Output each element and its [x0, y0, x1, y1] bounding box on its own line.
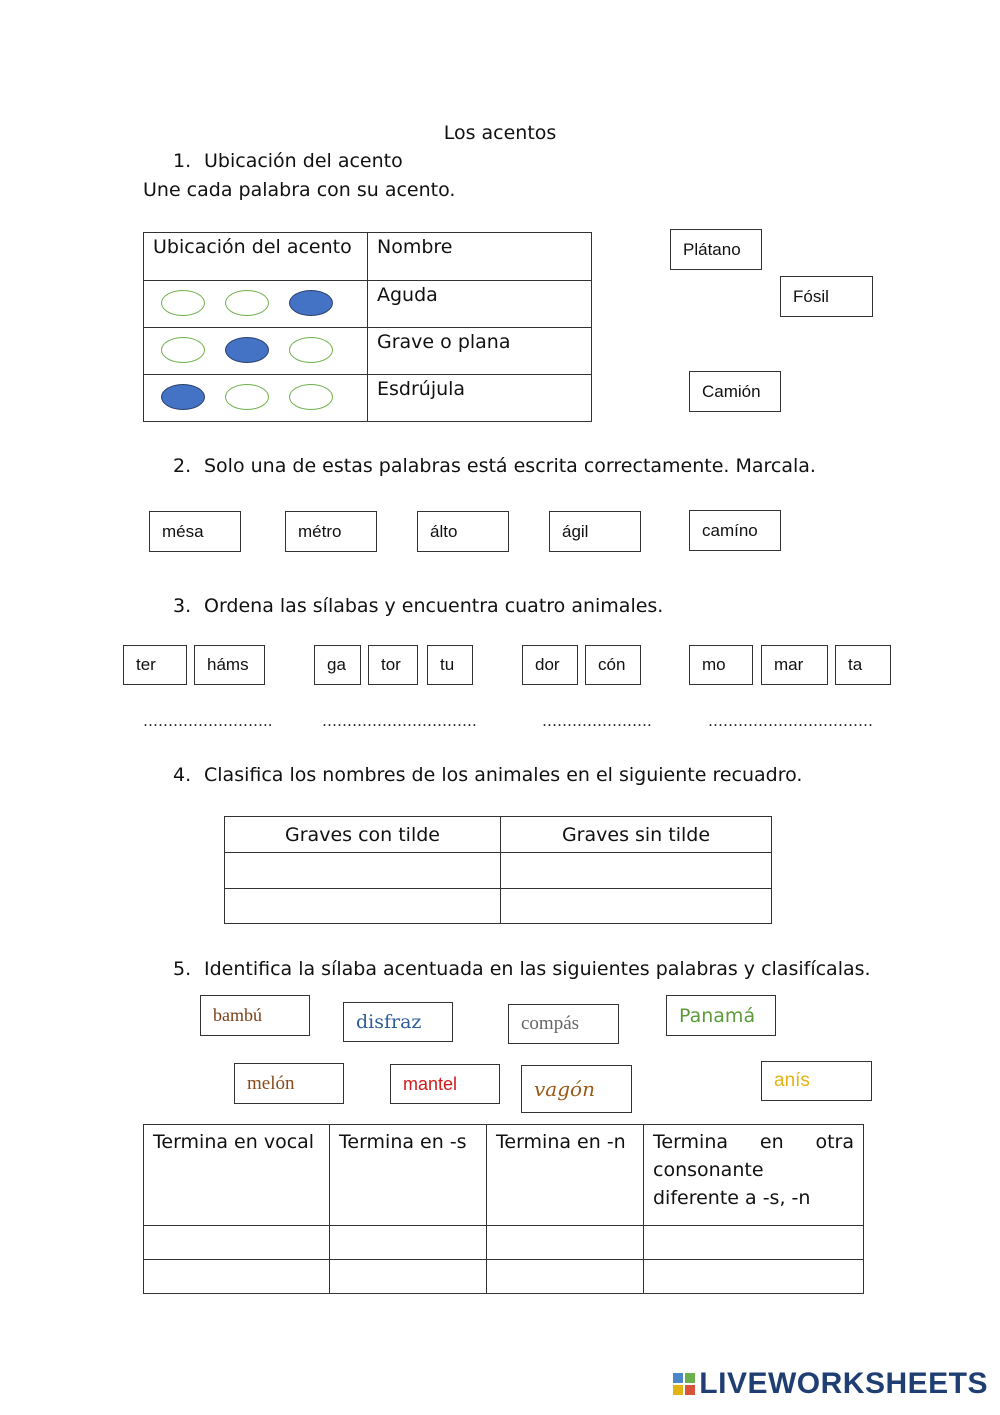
- syllable-box[interactable]: mo: [689, 645, 753, 685]
- syllable-box[interactable]: tor: [368, 645, 418, 685]
- word-option-camino[interactable]: camíno: [689, 510, 781, 551]
- syllable-box[interactable]: mar: [761, 645, 828, 685]
- accent-table: Ubicación del acento Nombre Aguda Grave …: [143, 232, 592, 422]
- accent-pattern-esdrujula: [143, 374, 368, 422]
- classification-cell[interactable]: [643, 1259, 864, 1294]
- word-box-mantel[interactable]: mantel: [390, 1064, 500, 1104]
- word-box-platano[interactable]: Plátano: [670, 229, 762, 270]
- word-box-melon[interactable]: melón: [234, 1063, 344, 1104]
- unstressed-oval-icon: [289, 337, 333, 363]
- logo-square: [685, 1373, 696, 1383]
- section4-heading: Clasifica los nombres de los animales en…: [204, 764, 803, 786]
- section4-number: 4.: [173, 764, 192, 786]
- classification-cell[interactable]: [143, 1259, 330, 1294]
- word-option-mesa[interactable]: mésa: [149, 511, 241, 552]
- section1-number: 1.: [173, 150, 192, 172]
- header-termina-otra: Termina en otra consonante diferente a -…: [643, 1124, 864, 1226]
- graves-table: Graves con tilde Graves sin tilde: [224, 816, 772, 924]
- unstressed-oval-icon: [225, 290, 269, 316]
- section1-heading: Ubicación del acento: [204, 150, 403, 172]
- graves-cell[interactable]: [500, 852, 772, 889]
- classification-table: Termina en vocal Termina en -s Termina e…: [143, 1124, 864, 1294]
- section5-number: 5.: [173, 958, 192, 980]
- unstressed-oval-icon: [225, 384, 269, 410]
- answer-blank[interactable]: ………………………….: [322, 712, 477, 730]
- section2-heading: Solo una de estas palabras está escrita …: [204, 455, 816, 477]
- logo-square: [685, 1385, 696, 1395]
- unstressed-oval-icon: [161, 290, 205, 316]
- classification-cell[interactable]: [143, 1225, 330, 1260]
- stressed-oval-icon: [289, 290, 333, 316]
- word-box-panama[interactable]: Panamá: [666, 995, 776, 1036]
- graves-header-sin-tilde: Graves sin tilde: [500, 816, 772, 853]
- word-box-bambu[interactable]: bambú: [200, 995, 310, 1036]
- classification-cell[interactable]: [643, 1225, 864, 1260]
- word-box-fosil[interactable]: Fósil: [780, 276, 873, 317]
- graves-header-con-tilde: Graves con tilde: [224, 816, 501, 853]
- syllable-box[interactable]: ter: [123, 645, 187, 685]
- graves-cell[interactable]: [224, 888, 501, 924]
- logo-squares-icon: [673, 1373, 696, 1395]
- accent-name-grave[interactable]: Grave o plana: [367, 327, 592, 375]
- section2-number: 2.: [173, 455, 192, 477]
- section3-number: 3.: [173, 595, 192, 617]
- accent-name-esdrujula[interactable]: Esdrújula: [367, 374, 592, 422]
- logo-text: LIVEWORKSHEETS: [699, 1367, 988, 1400]
- section5-heading: Identifica la sílaba acentuada en las si…: [204, 958, 871, 980]
- accent-pattern-grave: [143, 327, 368, 375]
- classification-cell[interactable]: [329, 1259, 487, 1294]
- word-option-alto[interactable]: álto: [417, 511, 509, 552]
- syllable-box[interactable]: ga: [314, 645, 361, 685]
- word-box-vagon[interactable]: vagón: [521, 1065, 632, 1113]
- syllable-box[interactable]: cón: [585, 645, 641, 685]
- accent-pattern-aguda: [143, 280, 368, 328]
- header-termina-n: Termina en -n: [486, 1124, 644, 1226]
- stressed-oval-icon: [161, 384, 205, 410]
- logo-square: [673, 1373, 684, 1383]
- classification-cell[interactable]: [486, 1259, 644, 1294]
- stressed-oval-icon: [225, 337, 269, 363]
- word-box-camion[interactable]: Camión: [689, 371, 781, 412]
- graves-cell[interactable]: [224, 852, 501, 889]
- unstressed-oval-icon: [289, 384, 333, 410]
- syllable-box[interactable]: ta: [835, 645, 891, 685]
- syllable-box[interactable]: tu: [427, 645, 473, 685]
- answer-blank[interactable]: ………………….: [542, 712, 652, 730]
- accent-table-header-location: Ubicación del acento: [143, 232, 368, 281]
- word-box-anis[interactable]: anís: [761, 1061, 872, 1101]
- classification-cell[interactable]: [329, 1225, 487, 1260]
- unstressed-oval-icon: [161, 337, 205, 363]
- classification-cell[interactable]: [486, 1225, 644, 1260]
- word-option-metro[interactable]: métro: [285, 511, 377, 552]
- syllable-box[interactable]: háms: [194, 645, 265, 685]
- syllable-box[interactable]: dor: [522, 645, 578, 685]
- answer-blank[interactable]: ……………………………: [708, 712, 873, 730]
- page-title: Los acentos: [443, 122, 557, 144]
- section1-instruction: Une cada palabra con su acento.: [143, 179, 456, 201]
- word-box-compas[interactable]: compás: [508, 1004, 619, 1044]
- section3-heading: Ordena las sílabas y encuentra cuatro an…: [204, 595, 664, 617]
- graves-cell[interactable]: [500, 888, 772, 924]
- word-option-agil[interactable]: ágil: [549, 511, 641, 552]
- answer-blank[interactable]: ……………………..: [143, 712, 273, 730]
- header-termina-vocal: Termina en vocal: [143, 1124, 330, 1226]
- accent-table-header-name: Nombre: [367, 232, 592, 281]
- liveworksheets-logo: LIVEWORKSHEETS: [673, 1367, 988, 1401]
- header-termina-s: Termina en -s: [329, 1124, 487, 1226]
- logo-square: [673, 1385, 684, 1395]
- accent-name-aguda[interactable]: Aguda: [367, 280, 592, 328]
- word-box-disfraz[interactable]: disfraz: [343, 1002, 453, 1042]
